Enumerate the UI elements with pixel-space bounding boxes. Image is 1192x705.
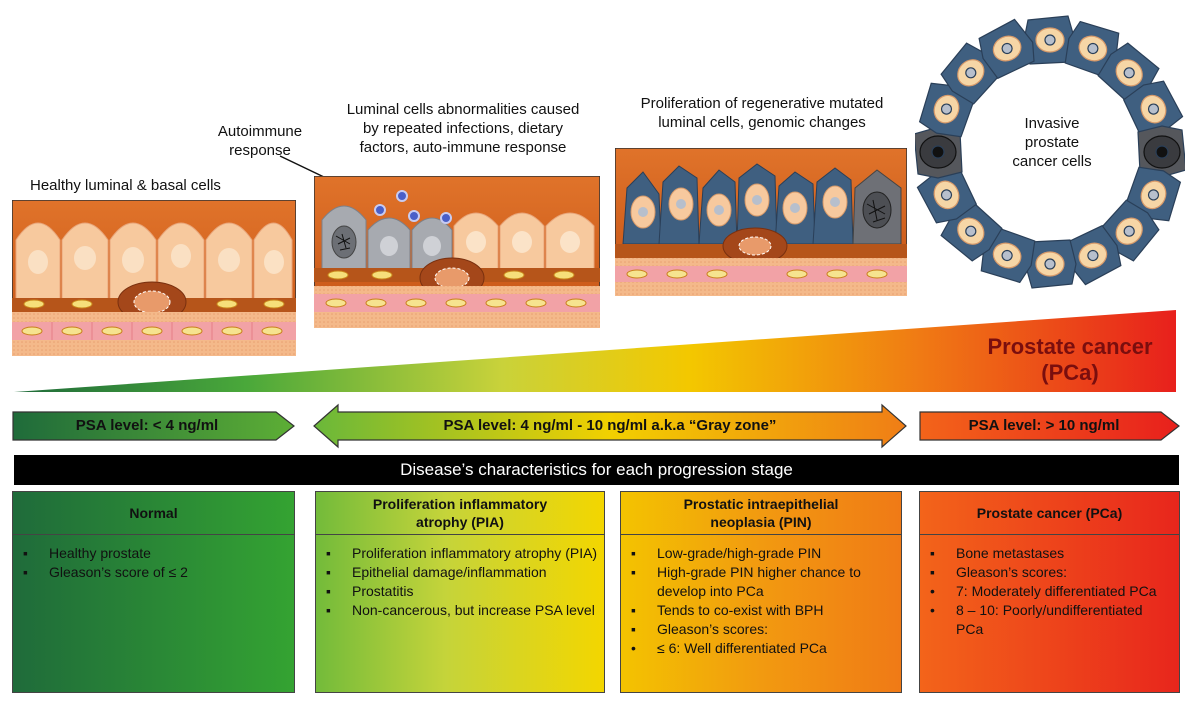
cancer-cell	[1023, 239, 1077, 289]
luminal-abnormality-caption: Luminal cells abnormalities caused by re…	[346, 101, 580, 156]
proliferation-caption: Proliferation of regenerative mutated lu…	[640, 95, 884, 131]
progression-wedge	[14, 310, 1176, 392]
psa-low-label: PSA level: < 4 ng/ml	[75, 417, 219, 434]
stage-pia: Proliferation inflammatory atrophy (PIA)…	[315, 491, 605, 693]
list-item: ▪High-grade PIN higher chance to develop…	[631, 564, 861, 599]
list-item: ▪Gleason’s scores:	[930, 564, 1068, 580]
stage-pin-title: Prostatic intraepithelial neoplasia (PIN…	[621, 492, 901, 535]
stage-pin: Prostatic intraepithelial neoplasia (PIN…	[620, 491, 902, 693]
psa-gray-zone-arrow	[313, 403, 907, 449]
invasive-caption: Invasive prostate cancer cells	[1012, 115, 1092, 170]
stage-pca: Prostate cancer (PCa) ▪Bone metastases ▪…	[919, 491, 1180, 693]
cancer-cell	[1065, 224, 1122, 286]
cancer-cell	[978, 18, 1035, 80]
stage-pin-list: ▪Low-grade/high-grade PIN ▪High-grade PI…	[629, 544, 895, 658]
list-item: ▪Tends to co-exist with BPH	[631, 602, 824, 618]
list-item: •8 – 10: Poorly/undifferentiated PCa	[930, 602, 1143, 637]
prostate-cancer-label: Prostate cancer (PCa)	[987, 334, 1153, 385]
stage-normal: Normal ▪Healthy prostate ▪Gleason’s scor…	[12, 491, 295, 693]
stage-characteristics-banner: Disease’s characteristics for each progr…	[14, 455, 1179, 485]
healthy-caption: Healthy luminal & basal cells	[30, 177, 221, 194]
psa-high-label: PSA level: > 10 ng/ml	[968, 417, 1120, 434]
psa-high-arrow	[919, 411, 1180, 441]
list-item: •≤ 6: Well differentiated PCa	[631, 640, 827, 656]
stage-normal-title: Normal	[13, 492, 294, 535]
stage-pia-title: Proliferation inflammatory atrophy (PIA)	[316, 492, 604, 535]
cancer-cell	[1122, 80, 1184, 137]
invasive-cancer-ring-illustration	[915, 15, 1185, 289]
list-item: ▪Prostatitis	[326, 583, 414, 599]
cancer-cell	[1023, 15, 1077, 65]
stage-pia-list: ▪Proliferation inflammatory atrophy (PIA…	[324, 544, 598, 620]
healthy-tissue-illustration	[12, 200, 296, 356]
list-item: ▪Bone metastases	[930, 545, 1065, 561]
psa-gray-zone-label: PSA level: 4 ng/ml - 10 ng/ml a.k.a “Gra…	[443, 417, 777, 434]
stage-normal-list: ▪Healthy prostate ▪Gleason’s score of ≤ …	[21, 544, 288, 582]
stage-pca-title: Prostate cancer (PCa)	[920, 492, 1179, 535]
pin-tissue-illustration	[615, 148, 907, 296]
list-item: ▪Gleason’s scores:	[631, 621, 769, 637]
psa-low-arrow	[12, 411, 295, 441]
stage-pca-list: ▪Bone metastases ▪Gleason’s scores: •7: …	[928, 544, 1173, 639]
list-item: ▪Epithelial damage/inflammation	[326, 564, 547, 580]
list-item: ▪Proliferation inflammatory atrophy (PIA…	[326, 545, 598, 561]
pia-tissue-illustration	[314, 176, 600, 328]
autoimmune-caption: Autoimmune response	[217, 123, 303, 159]
list-item: •7: Moderately differentiated PCa	[930, 583, 1157, 599]
list-item: ▪Non-cancerous, but increase PSA level	[326, 602, 595, 618]
list-item: ▪Low-grade/high-grade PIN	[631, 545, 822, 561]
mitotic-cell	[1137, 125, 1185, 179]
list-item: ▪Gleason’s score of ≤ 2	[23, 564, 188, 580]
list-item: ▪Healthy prostate	[23, 545, 151, 561]
